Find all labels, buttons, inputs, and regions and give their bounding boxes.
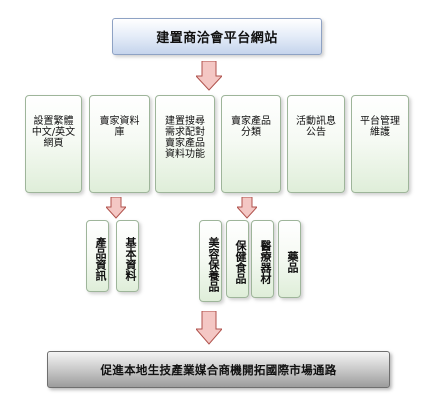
subitem-beauty-care: 美容保養品	[199, 220, 222, 302]
category-search-matching: 建置搜尋 需求配對 賣家產品 資料功能	[155, 95, 215, 193]
category-label: 賣家資料 庫	[99, 116, 140, 138]
category-label: 建置搜尋 需求配對 賣家產品 資料功能	[165, 116, 205, 160]
subitem-product-info: 產品資訊	[86, 220, 109, 292]
subitem-label: 藥品	[286, 251, 299, 273]
category-event-announcements: 活動訊息 公告	[287, 95, 345, 193]
subitem-label: 美容保養品	[207, 236, 220, 292]
subitem-medical-devices: 醫療器材	[251, 220, 274, 298]
category-label: 平台管理 維護	[360, 116, 400, 138]
category-platform-maintenance: 平台管理 維護	[351, 95, 409, 193]
category-multilingual-pages: 設置繁體 中文/英文 網頁	[25, 95, 82, 193]
category-label: 設置繁體 中文/英文 網頁	[31, 116, 76, 149]
goal-box: 促進本地生技產業媒合商機開拓國際市場通路	[47, 351, 390, 388]
category-product-classification: 賣家產品 分類	[221, 95, 281, 193]
category-label: 活動訊息 公告	[296, 116, 336, 138]
arrow-products-down-icon	[237, 197, 257, 219]
platform-title-box: 建置商洽會平台網站	[112, 18, 322, 55]
goal-title: 促進本地生技產業媒合商機開拓國際市場通路	[100, 362, 337, 377]
arrow-database-down-icon	[106, 197, 126, 219]
subitem-label: 基本資料	[124, 237, 137, 281]
platform-title: 建置商洽會平台網站	[156, 31, 278, 46]
subitem-label: 產品資訊	[94, 237, 107, 281]
subitem-label: 醫療器材	[259, 240, 272, 284]
category-label: 賣家產品 分類	[231, 116, 271, 138]
subitem-pharmaceuticals: 藥品	[278, 220, 301, 298]
category-seller-database: 賣家資料 庫	[89, 95, 150, 193]
subitem-label: 保健食品	[234, 240, 247, 284]
subitem-health-food: 保健食品	[226, 220, 249, 298]
arrow-bottom-down-icon	[196, 311, 222, 345]
arrow-top-down-icon	[196, 61, 222, 91]
subitem-basic-info: 基本資料	[116, 220, 139, 292]
